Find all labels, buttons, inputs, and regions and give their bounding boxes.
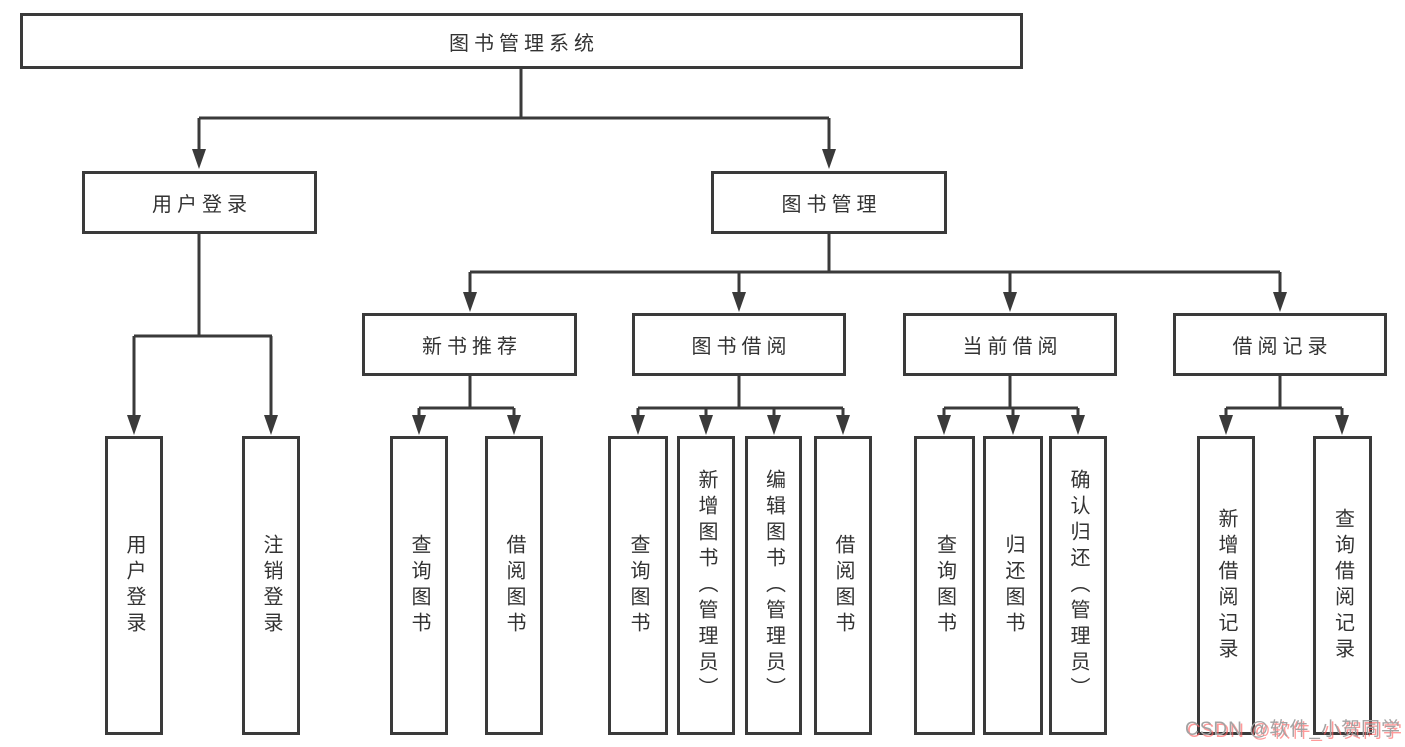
leaf-query-books-recommend: 查询图书 bbox=[390, 436, 448, 735]
csdn-watermark: CSDN @软件_小贺同学 bbox=[1185, 719, 1401, 740]
node-book-borrow: 图书借阅 bbox=[632, 313, 846, 376]
node-root: 图书管理系统 bbox=[20, 13, 1023, 69]
leaf-query-books-borrow: 查询图书 bbox=[608, 436, 668, 735]
leaf-query-borrow-record: 查询借阅记录 bbox=[1313, 436, 1372, 735]
leaf-return-books: 归还图书 bbox=[983, 436, 1043, 735]
leaf-confirm-return-admin: 确认归还（管理员） bbox=[1049, 436, 1107, 735]
leaf-add-books-admin: 新增图书（管理员） bbox=[677, 436, 735, 735]
leaf-edit-books-admin: 编辑图书（管理员） bbox=[745, 436, 802, 735]
leaf-borrow-books-recommend: 借阅图书 bbox=[485, 436, 543, 735]
node-borrow-record: 借阅记录 bbox=[1173, 313, 1387, 376]
node-book-management: 图书管理 bbox=[711, 171, 947, 234]
leaf-borrow-books: 借阅图书 bbox=[814, 436, 872, 735]
leaf-add-borrow-record: 新增借阅记录 bbox=[1197, 436, 1255, 735]
node-user-login: 用户登录 bbox=[82, 171, 317, 234]
leaf-query-books-current: 查询图书 bbox=[914, 436, 975, 735]
leaf-logout: 注销登录 bbox=[242, 436, 300, 735]
node-current-borrow: 当前借阅 bbox=[903, 313, 1117, 376]
node-new-book-recommend: 新书推荐 bbox=[362, 313, 577, 376]
leaf-user-login: 用户登录 bbox=[105, 436, 163, 735]
